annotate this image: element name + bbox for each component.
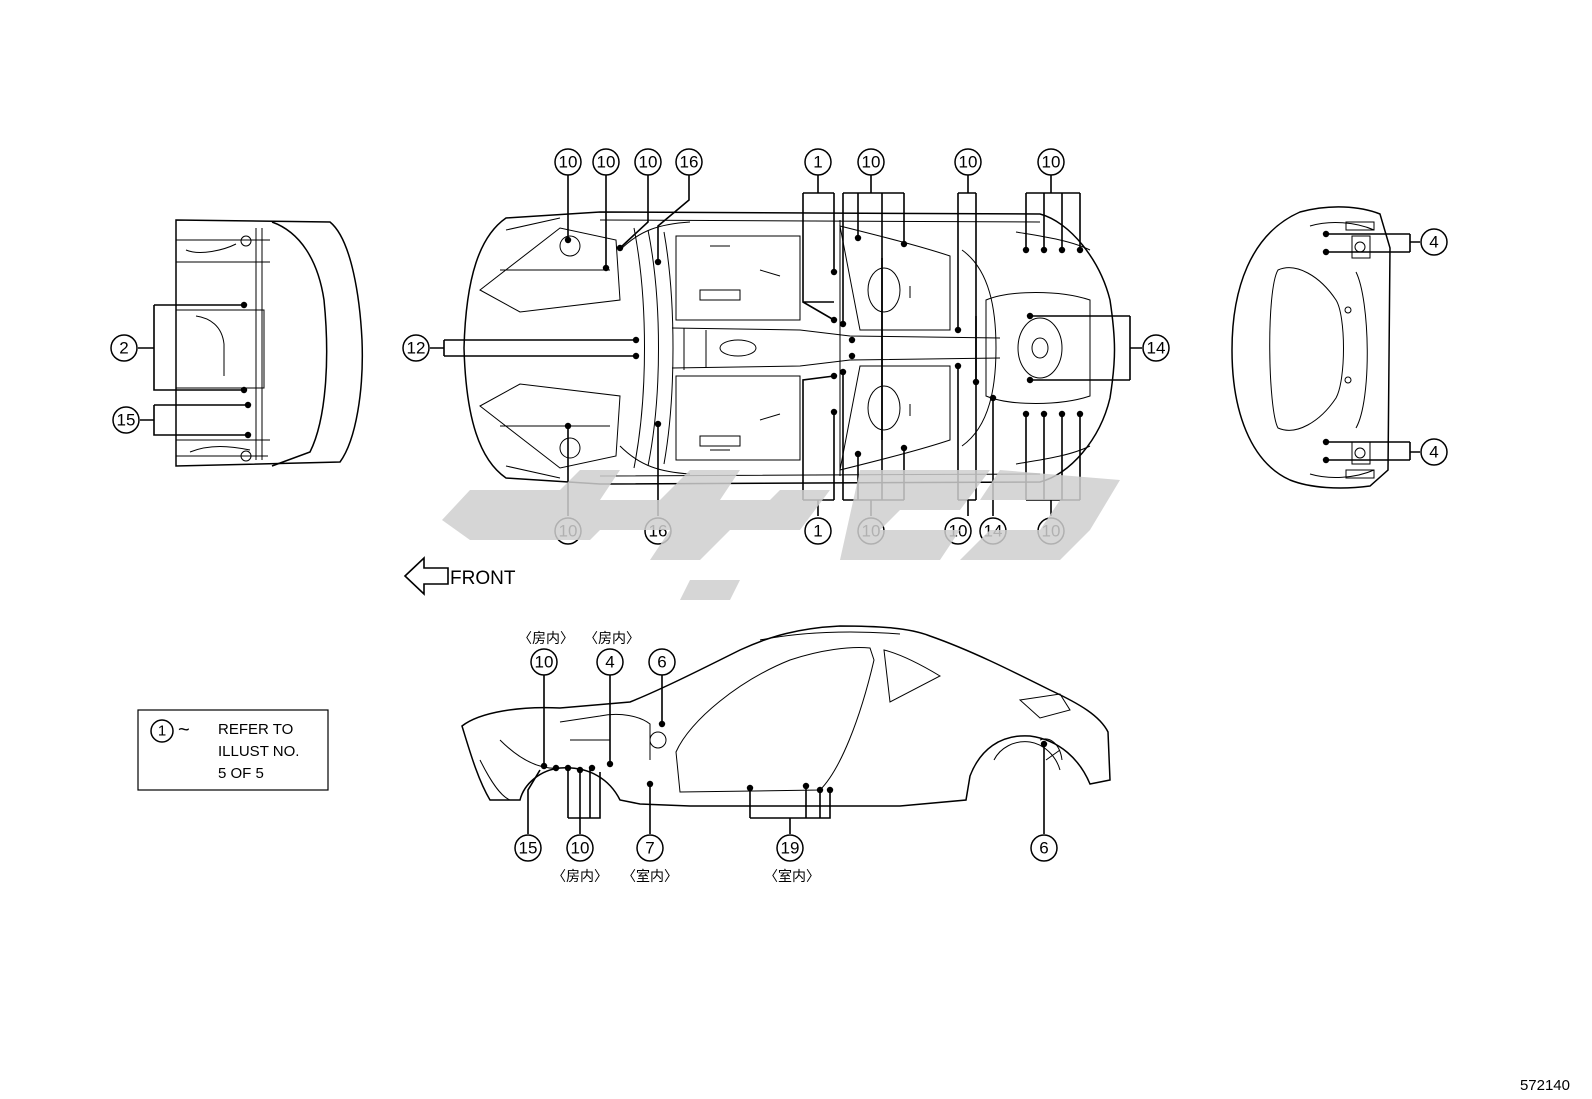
legend-callout-1: 1 (150, 719, 174, 743)
callout-10-ub-top-4: 10 (857, 148, 885, 176)
svg-text:FRONT: FRONT (450, 568, 516, 589)
note-engine-room-2: 〈房内〉 (584, 631, 640, 647)
svg-text:19: 19 (781, 839, 800, 858)
svg-text:6: 6 (657, 653, 666, 672)
svg-text:6: 6 (1039, 839, 1048, 858)
callout-12: 12 (402, 334, 430, 362)
svg-text:15: 15 (519, 839, 538, 858)
svg-text:15: 15 (117, 411, 136, 430)
svg-text:10: 10 (571, 839, 590, 858)
note-cabin-2: 〈室内〉 (764, 868, 820, 885)
callout-19-side: 19 (776, 834, 804, 862)
svg-text:1: 1 (158, 723, 166, 740)
callout-10-ub-top-3: 10 (634, 148, 662, 176)
callout-1-ub-bot: 1 (804, 517, 832, 545)
legend-line-1: REFER TO (218, 721, 293, 738)
front-arrow: FRONT (403, 556, 516, 596)
callout-6-side-top: 6 (648, 648, 676, 676)
legend-box: 1 ~ REFER TO ILLUST NO. 5 OF 5 (137, 709, 329, 791)
note-cabin-1: 〈室内〉 (622, 868, 678, 885)
front-view-drawing (138, 219, 364, 467)
note-engine-room-1: 〈房内〉 (518, 631, 574, 647)
watermark-logo (442, 470, 1120, 600)
callout-2: 2 (110, 334, 138, 362)
svg-text:10: 10 (597, 153, 616, 172)
callout-10-ub-top-5: 10 (954, 148, 982, 176)
callout-15-side: 15 (514, 834, 542, 862)
callout-10-ub-top-1: 10 (554, 148, 582, 176)
callout-7-side: 7 (636, 834, 664, 862)
callout-14-right: 14 (1142, 334, 1170, 362)
svg-text:1: 1 (813, 522, 822, 541)
svg-text:4: 4 (605, 653, 614, 672)
underbody-drawing (430, 175, 1142, 516)
note-engine-room-3: 〈房内〉 (552, 869, 608, 885)
callout-4-rear-bot: 4 (1420, 438, 1448, 466)
callout-10-ub-top-2: 10 (592, 148, 620, 176)
svg-text:2: 2 (119, 339, 128, 358)
rear-view-drawing (1231, 206, 1420, 489)
svg-text:10: 10 (639, 153, 658, 172)
callout-10-side-top: 10 (530, 648, 558, 676)
svg-text:16: 16 (680, 153, 699, 172)
callout-16-ub-top: 16 (675, 148, 703, 176)
callout-1-ub-top: 1 (804, 148, 832, 176)
callout-10-side-bot: 10 (566, 834, 594, 862)
svg-text:7: 7 (645, 839, 654, 858)
svg-text:1: 1 (813, 153, 822, 172)
svg-text:10: 10 (535, 653, 554, 672)
callout-6-side-bot: 6 (1030, 834, 1058, 862)
callout-4-rear-top: 4 (1420, 228, 1448, 256)
svg-text:10: 10 (959, 153, 978, 172)
svg-text:14: 14 (1147, 339, 1166, 358)
callout-4-side: 4 (596, 648, 624, 676)
legend-line-3: 5 OF 5 (218, 765, 264, 782)
svg-text:4: 4 (1429, 233, 1438, 252)
svg-text:10: 10 (1042, 153, 1061, 172)
callout-15-front: 15 (112, 406, 140, 434)
svg-text:10: 10 (862, 153, 881, 172)
svg-text:12: 12 (407, 339, 426, 358)
side-view-drawing (461, 625, 1111, 834)
svg-text:4: 4 (1429, 443, 1438, 462)
callout-10-ub-top-6: 10 (1037, 148, 1065, 176)
svg-text:10: 10 (559, 153, 578, 172)
legend-tilde: ~ (178, 719, 190, 741)
legend-line-2: ILLUST NO. (218, 743, 299, 760)
diagram-id: 572140 (1520, 1077, 1570, 1094)
